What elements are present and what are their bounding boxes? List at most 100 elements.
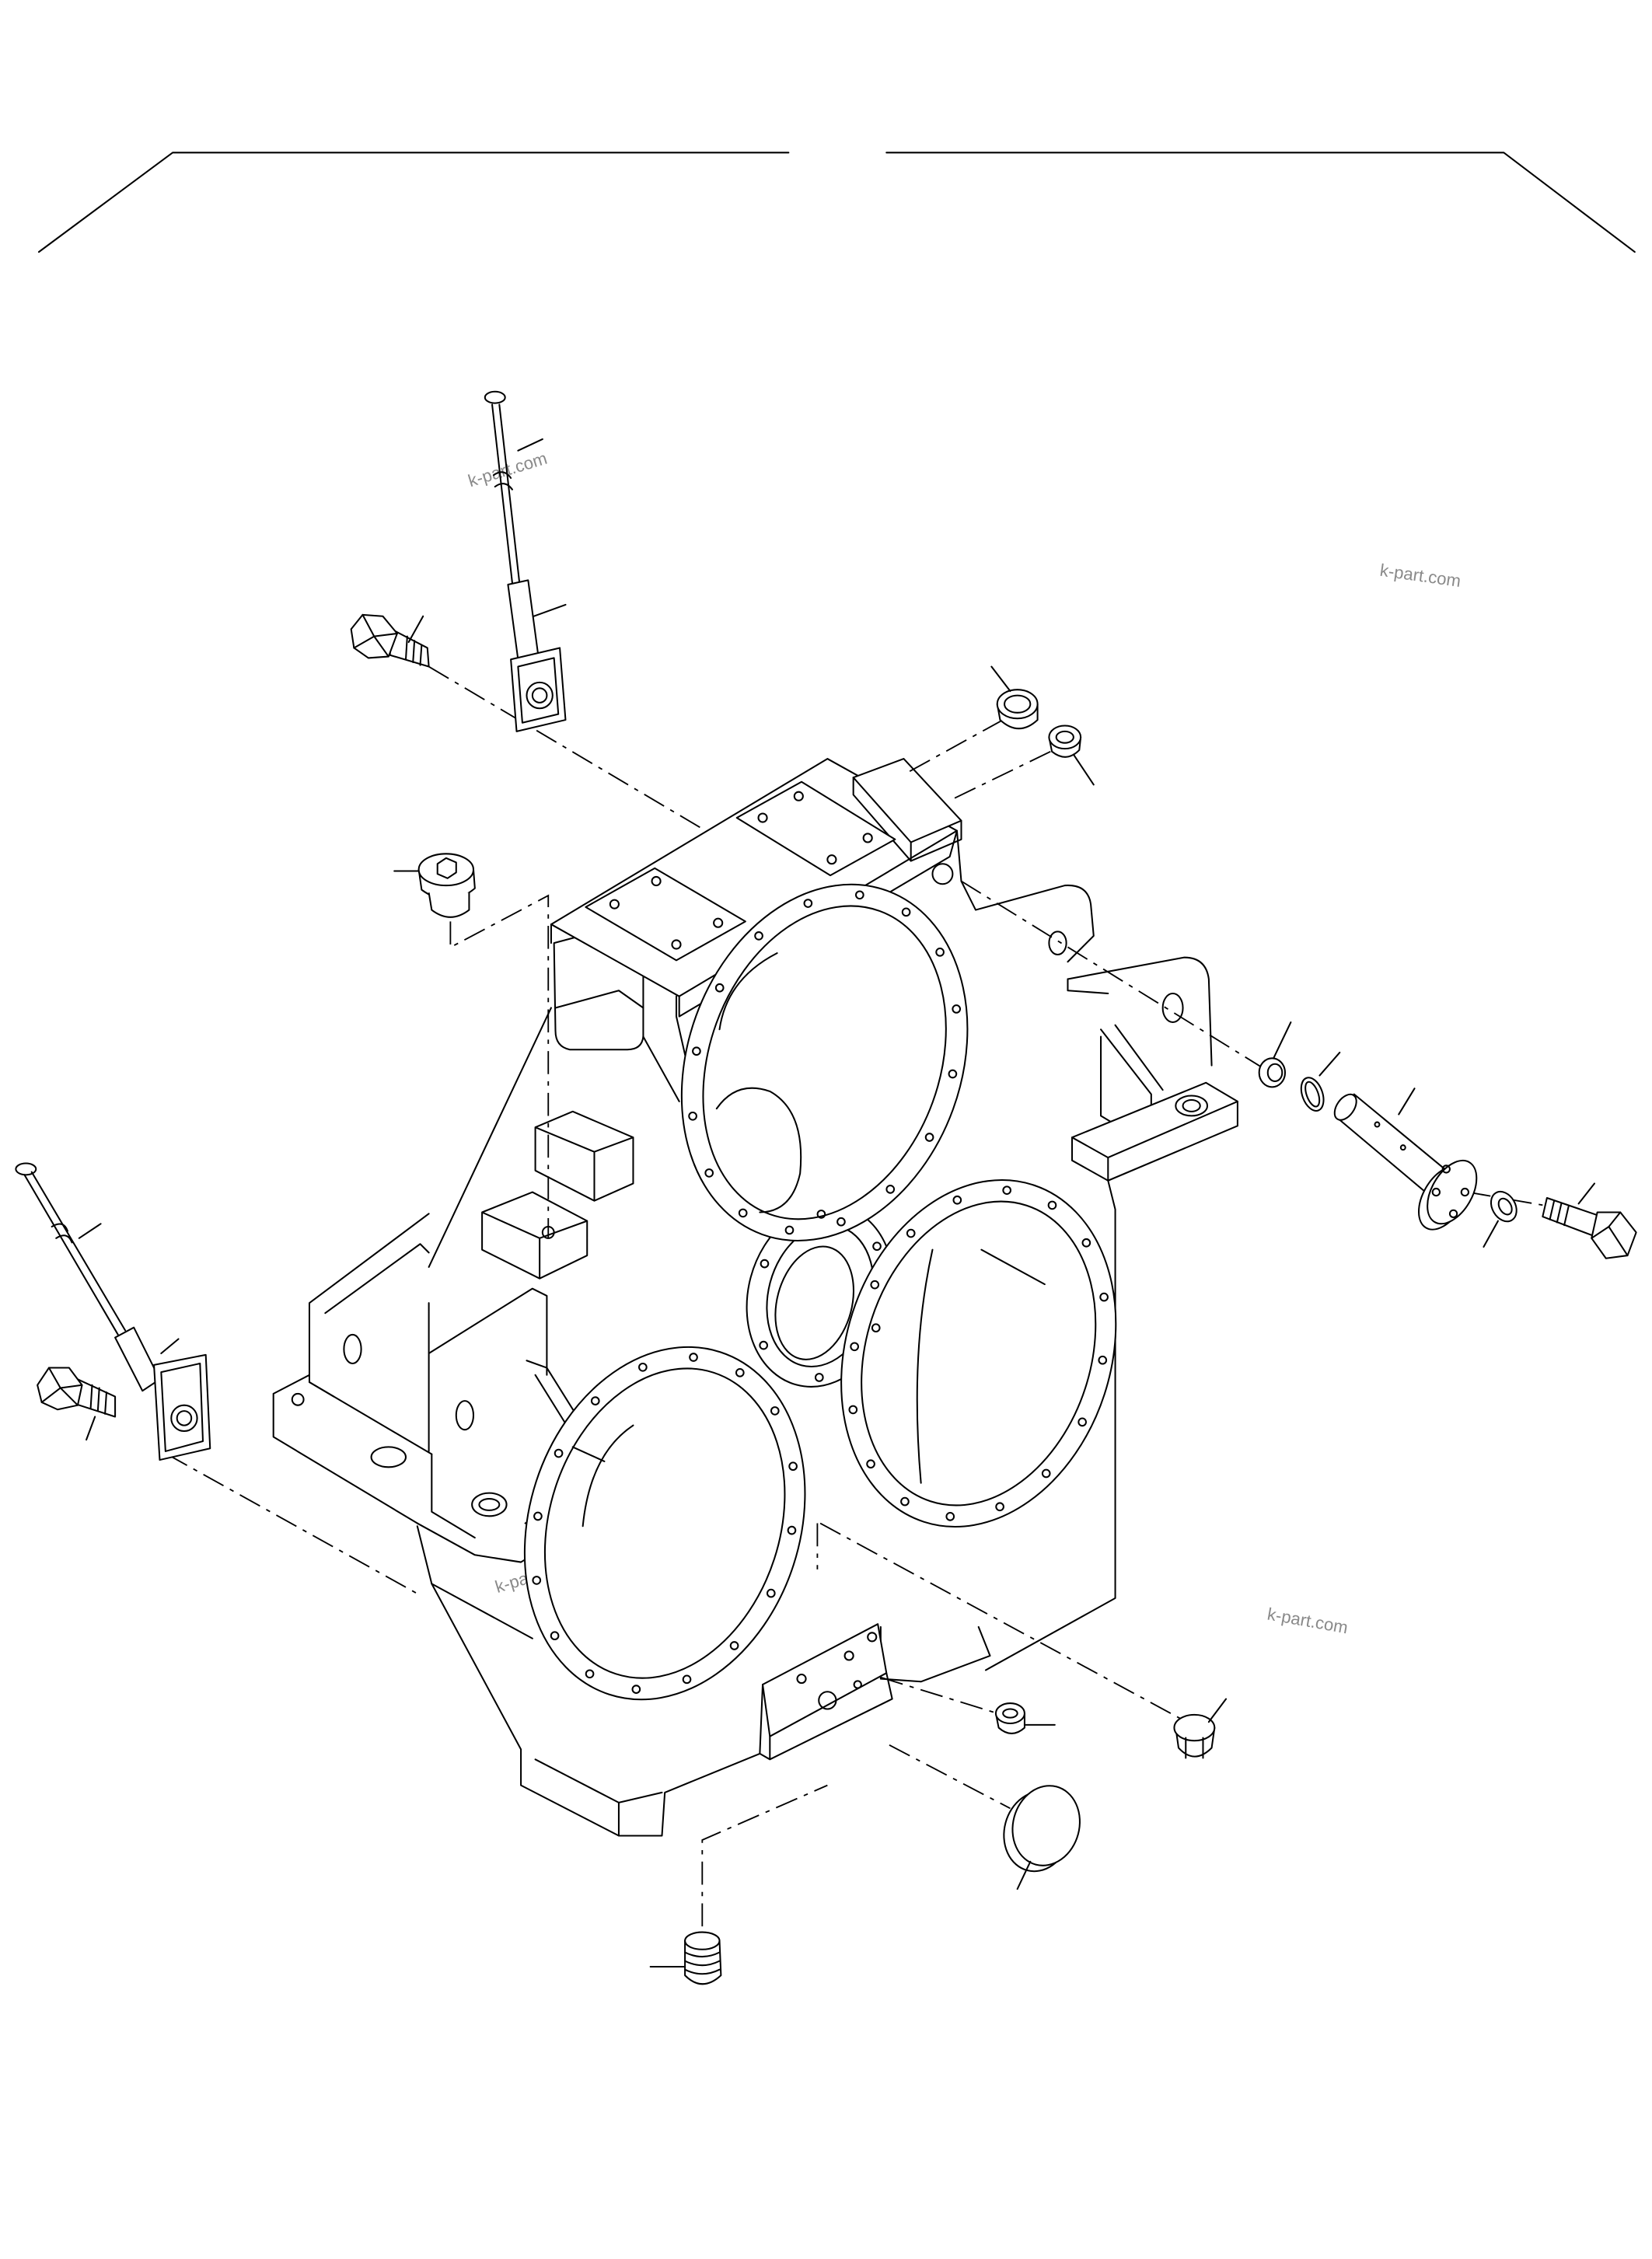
plate-1-hole [609,899,620,910]
frame-right [885,152,1636,253]
flange-bolt-hole [787,1525,797,1535]
flange-bolt-hole [900,1496,910,1507]
upper-ring-flange [680,883,969,1241]
plug-top [1048,724,1082,750]
lower-left-ring-flange [523,1346,806,1701]
dipstick-cap [484,390,506,404]
flange-bolt-hole [532,1576,542,1585]
flange-bolt-hole [924,1133,934,1142]
foot-gusset-hole [343,1333,362,1364]
flange-bolt-hole [1077,1417,1088,1427]
pad-hole-4 [867,1632,878,1643]
cap-face [1011,1785,1081,1866]
flange-bolt-hole [816,1210,826,1219]
plug-recess [1004,694,1032,714]
axis-lower-dipstick [166,1453,421,1596]
bolt-thread [1549,1199,1570,1227]
dipstick-tube [114,1326,161,1392]
plate-1-hole [651,875,662,887]
top-cover-plate-2 [735,780,896,877]
flange-bolt-hole [689,1353,698,1362]
flange-bolt-hole [814,1373,824,1382]
leader-line [1318,1051,1341,1077]
leader-line [1016,1860,1032,1891]
flange-bolt-hole [688,1111,697,1121]
axis-right-shaft [961,880,1264,1070]
axis-bottom-right-plug [819,1522,1198,1729]
flange-bolt-hole [872,1241,882,1252]
flange-bolt-hole [906,1228,916,1238]
plate-2-hole [793,791,804,801]
bolt-thread [89,1384,107,1415]
flange-bolt-hole [854,890,864,900]
retaining-plug-outer [1258,1057,1287,1088]
bolt-hex-facet [353,613,398,658]
flange-bolt-hole [803,899,813,908]
plug-small [994,1702,1056,1734]
right-boss-plate [1071,1081,1238,1182]
flange-bolt-hole [848,1405,858,1415]
plug-hex-socket [436,857,457,879]
frame-left [37,152,790,253]
nut-outer [1490,1190,1518,1223]
flange-bolt-hole [760,1259,770,1269]
axis-left-plug [449,894,550,1238]
flange-bolt-hole [866,1459,875,1469]
o-ring [1300,1051,1341,1112]
axis-top-plug-1 [903,719,1004,776]
flange-bolt-hole [1081,1238,1091,1248]
right-bracket-hole [1161,992,1184,1024]
flange-bolt-holes [532,890,1109,1694]
dipstick-flange-border [517,657,560,724]
center-ring-bore [774,1245,854,1360]
axis-top-plug-2 [949,750,1051,801]
pad-hole-1 [796,1674,807,1685]
plug-recess [1002,1708,1018,1719]
flange-bolt-hole [759,1340,768,1350]
foot-gusset-inner [324,1243,430,1315]
dipstick-tube [507,579,540,661]
leader-line [1483,1220,1499,1248]
leader-line [407,615,424,644]
shaft-flange [1427,1159,1478,1225]
right-wall-edge [955,829,1116,1671]
foot-mid-gusset [428,1287,548,1452]
right-ring-opening [861,1200,1097,1507]
flange-hole [1460,1187,1470,1197]
flange-bolt-hole [533,1511,543,1521]
foot-gusset-outer [308,1213,430,1398]
top-cover-plate-1 [585,867,746,962]
flange-bolt-hole [704,1168,714,1178]
o-ring-inner [1304,1081,1321,1108]
lower-left-contour [416,1525,761,1837]
flange-bolt-hole [945,1512,955,1521]
flange-bolt-hole [735,1367,745,1377]
flange-bolt-hole [995,1502,1004,1512]
top-corner-hole [931,863,954,885]
bolt-hex-facet [40,1367,83,1406]
upper-ring-inner-bore [715,1087,802,1213]
lower-ring-inner-bore [571,1424,634,1528]
plug-top-right-2 [1048,724,1095,786]
nut-inner [1497,1197,1513,1216]
flange-bolt-hole [784,1225,795,1235]
leader-line [1398,1088,1416,1116]
right-bracket [1067,956,1213,1067]
right-boss-hole [1175,1095,1209,1117]
plug-thread [684,1951,721,1975]
flange-bolt-hole [754,931,763,941]
axis-upper-dipstick [428,665,701,829]
flange-hole [1431,1187,1441,1197]
dipstick-break-mark [51,1223,73,1244]
flange-bolt-hole [885,1185,896,1194]
flange-bolt-hole [788,1461,798,1472]
lower-left-ring-opening [543,1367,786,1679]
plate-2-hole [757,812,768,823]
lower-shade-line [431,1583,533,1639]
axis-bottom-plug [701,1784,828,1927]
axis-small-plug [880,1676,998,1714]
dipstick-upper [484,390,567,732]
flange-bolt-hole [952,1195,962,1205]
pad-hole-5 [853,1680,862,1689]
plate-2-hole [826,854,837,865]
